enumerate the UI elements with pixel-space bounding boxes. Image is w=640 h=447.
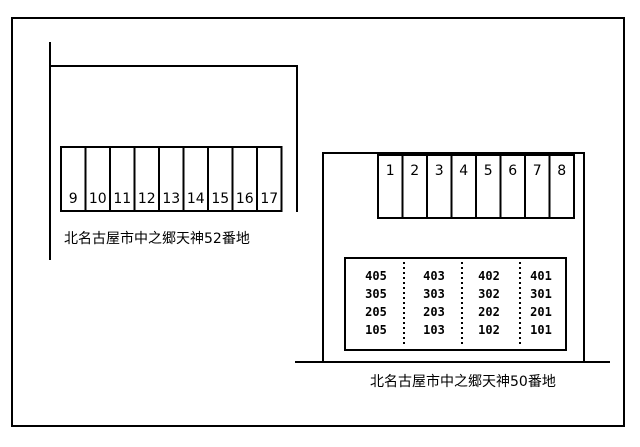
- left-lot-address: 北名古屋市中之郷天神52番地: [64, 230, 250, 247]
- parking-space-number: 7: [533, 163, 542, 179]
- parking-space-number: 17: [260, 191, 278, 207]
- room-number: 305: [365, 287, 387, 301]
- parking-space: 9: [60, 146, 87, 212]
- parking-space-number: 14: [187, 191, 205, 207]
- parking-space: 17: [256, 146, 283, 212]
- parking-space: 15: [207, 146, 234, 212]
- parking-space: 11: [109, 146, 136, 212]
- parking-space: 13: [158, 146, 185, 212]
- room-number: 301: [530, 287, 552, 301]
- parking-space-number: 9: [69, 191, 78, 207]
- parking-space-number: 4: [459, 163, 468, 179]
- parking-space-number: 5: [484, 163, 493, 179]
- room-number: 303: [423, 287, 445, 301]
- parking-space: 12: [133, 146, 160, 212]
- left-site-boundary: [49, 42, 298, 260]
- parking-space: 7: [524, 154, 551, 219]
- parking-space: 10: [84, 146, 111, 212]
- parking-space-number: 11: [113, 191, 131, 207]
- room-number: 103: [423, 323, 445, 337]
- room-number: 202: [478, 305, 500, 319]
- parking-space-number: 12: [138, 191, 156, 207]
- parking-space: 16: [231, 146, 258, 212]
- right-lot-address: 北名古屋市中之郷天神50番地: [370, 373, 556, 390]
- parking-space-number: 15: [211, 191, 229, 207]
- room-number: 201: [530, 305, 552, 319]
- room-number: 203: [423, 305, 445, 319]
- right-site-boundary: [295, 152, 610, 363]
- left-parking-row: 9 10 11 12 13 14 15 16 17: [60, 146, 283, 212]
- parking-space-number: 10: [89, 191, 107, 207]
- parking-space-number: 2: [410, 163, 419, 179]
- room-number: 403: [423, 269, 445, 283]
- room-number: 102: [478, 323, 500, 337]
- parking-space-number: 3: [435, 163, 444, 179]
- parking-space: 6: [499, 154, 526, 219]
- room-number: 401: [530, 269, 552, 283]
- parking-space: 3: [426, 154, 453, 219]
- parking-space: 5: [475, 154, 502, 219]
- parking-space-number: 6: [508, 163, 517, 179]
- parking-space-number: 8: [557, 163, 566, 179]
- room-number: 405: [365, 269, 387, 283]
- room-number: 205: [365, 305, 387, 319]
- parking-space: 8: [548, 154, 575, 219]
- outer-frame: [11, 17, 625, 427]
- room-number: 302: [478, 287, 500, 301]
- room-number: 402: [478, 269, 500, 283]
- parking-space: 2: [401, 154, 428, 219]
- parking-space: 1: [377, 154, 404, 219]
- room-number: 101: [530, 323, 552, 337]
- parking-space-number: 13: [162, 191, 180, 207]
- parking-space: 4: [450, 154, 477, 219]
- parking-space: 14: [182, 146, 209, 212]
- room-number: 105: [365, 323, 387, 337]
- apartment-building: 405 305 205 105 403 303 203 103 402 302 202 102 401 3…: [344, 257, 567, 351]
- parking-space-number: 16: [236, 191, 254, 207]
- parking-space-number: 1: [386, 163, 395, 179]
